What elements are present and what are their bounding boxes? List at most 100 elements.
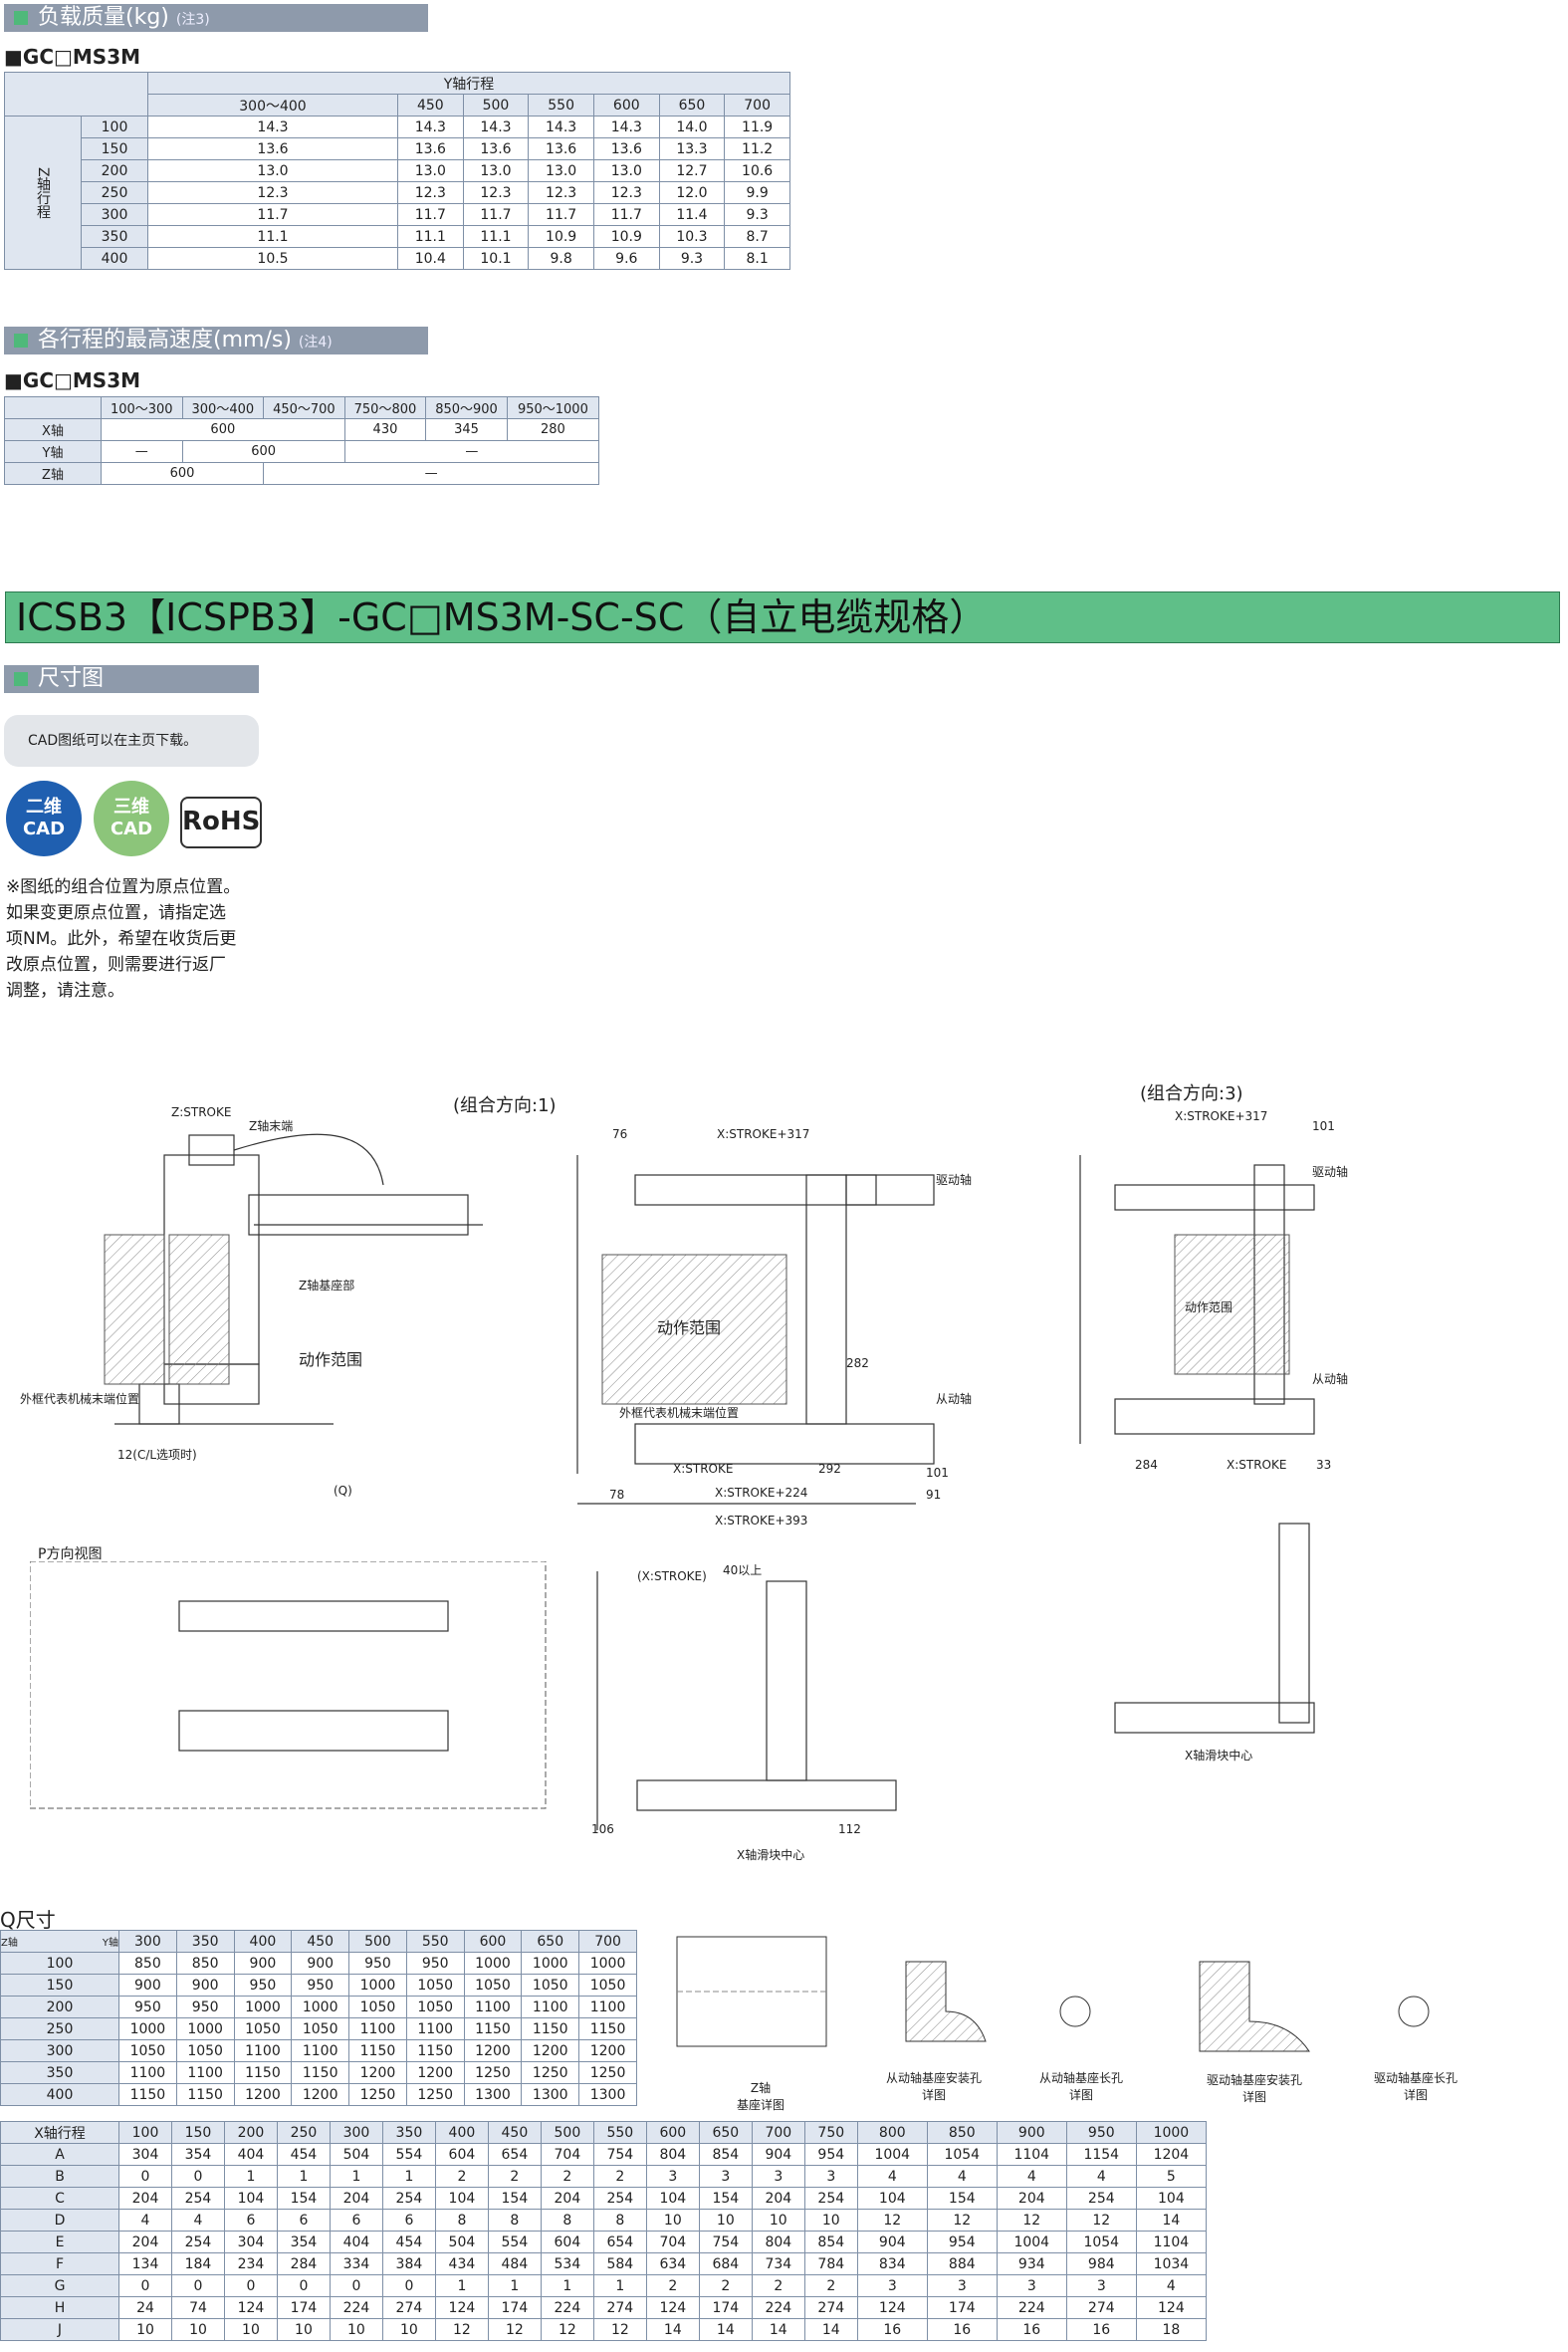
x-cell: 234 bbox=[223, 2252, 278, 2275]
x-cell: 274 bbox=[803, 2296, 858, 2319]
q-col-header: 450 bbox=[291, 1930, 350, 1953]
x-cell: 184 bbox=[170, 2252, 225, 2275]
x-cell: 154 bbox=[926, 2187, 998, 2210]
x-cell: 884 bbox=[926, 2252, 998, 2275]
load-cell: 14.0 bbox=[658, 116, 726, 138]
x-cell: 1 bbox=[329, 2165, 383, 2188]
q-cell: 1100 bbox=[578, 1996, 637, 2018]
x-cell: 5 bbox=[1135, 2165, 1208, 2188]
load-row-header: 200 bbox=[81, 159, 148, 182]
x-cell: 154 bbox=[487, 2187, 542, 2210]
x-cell: 554 bbox=[487, 2231, 542, 2253]
x-cell: 2 bbox=[698, 2274, 753, 2297]
x-cell: 2 bbox=[751, 2274, 805, 2297]
load-cell: 12.3 bbox=[397, 181, 464, 204]
x-cell: 904 bbox=[751, 2143, 805, 2166]
origin-note: ※图纸的组合位置为原点位置。 如果变更原点位置，请指定选 项NM。此外，希望在收… bbox=[6, 877, 241, 1001]
x-cell: 854 bbox=[698, 2143, 753, 2166]
q-dim-label: (Q) bbox=[334, 1484, 352, 1498]
x-cell: 254 bbox=[170, 2187, 225, 2210]
x-cell: 404 bbox=[329, 2231, 383, 2253]
direction-1-label: (组合方向:1) bbox=[453, 1095, 557, 1116]
x-cell: 634 bbox=[645, 2252, 700, 2275]
load-model: ■GC□MS3M bbox=[4, 45, 141, 69]
x-cell: 754 bbox=[698, 2231, 753, 2253]
x-cell: 0 bbox=[118, 2165, 172, 2188]
green-square-icon bbox=[14, 334, 28, 348]
speed-col: 950～1000 bbox=[506, 396, 600, 419]
load-cell: 10.9 bbox=[528, 225, 594, 248]
load-y-header: Y轴行程 bbox=[147, 72, 790, 95]
x-cell: 12 bbox=[540, 2318, 594, 2341]
x-cell: 204 bbox=[118, 2187, 172, 2210]
load-cell: 11.7 bbox=[147, 203, 398, 226]
x-stroke-paren-label: (X:STROKE) bbox=[637, 1569, 707, 1583]
x-cell: 204 bbox=[118, 2231, 172, 2253]
x-col-header: 450 bbox=[487, 2121, 542, 2144]
x-cell: 1104 bbox=[1135, 2231, 1208, 2253]
cad-2d-badge[interactable]: 二维 CAD bbox=[6, 781, 82, 856]
x-cell: 0 bbox=[118, 2274, 172, 2297]
load-cell: 14.3 bbox=[528, 116, 594, 138]
speed-cell: 430 bbox=[343, 418, 427, 441]
q-cell: 1050 bbox=[521, 1974, 580, 1997]
speed-row-y: Y轴 bbox=[4, 440, 102, 463]
q-col-header: 300 bbox=[118, 1930, 177, 1953]
x-cell: 354 bbox=[276, 2231, 331, 2253]
speed-heading: 各行程的最高速度(mm/s) (注4) bbox=[4, 327, 428, 354]
x-col-header: 700 bbox=[751, 2121, 805, 2144]
x-cell: 284 bbox=[276, 2252, 331, 2275]
x-cell: 954 bbox=[803, 2143, 858, 2166]
x-row-header: C bbox=[0, 2187, 119, 2210]
q-col-header: 500 bbox=[348, 1930, 407, 1953]
q-cell: 1100 bbox=[463, 1996, 523, 2018]
q-cell: 1250 bbox=[578, 2061, 637, 2084]
x-cell: 104 bbox=[1135, 2187, 1208, 2210]
q-cell: 1000 bbox=[348, 1974, 407, 1997]
load-cell: 13.6 bbox=[147, 137, 398, 160]
x-cell: 12 bbox=[996, 2209, 1067, 2232]
x-cell: 554 bbox=[381, 2143, 436, 2166]
drive-axis-label-3: 驱动轴 bbox=[1312, 1165, 1349, 1179]
x-cell: 304 bbox=[223, 2231, 278, 2253]
x-cell: 4 bbox=[1135, 2274, 1208, 2297]
q-cell: 950 bbox=[405, 1952, 465, 1975]
load-cell: 9.8 bbox=[528, 247, 594, 270]
cad-3d-badge[interactable]: 三维 CAD bbox=[94, 781, 169, 856]
q-z-head: Z轴 bbox=[1, 1938, 18, 1949]
x-cell: 0 bbox=[223, 2274, 278, 2297]
x-cell: 104 bbox=[434, 2187, 489, 2210]
x-cell: 334 bbox=[329, 2252, 383, 2275]
p-view-drawing bbox=[30, 1561, 547, 1809]
z-base-label: Z轴基座部 bbox=[299, 1279, 355, 1293]
x-cell: 204 bbox=[329, 2187, 383, 2210]
x-cell: 124 bbox=[645, 2296, 700, 2319]
q-cell: 1050 bbox=[175, 2039, 235, 2062]
x-cell: 0 bbox=[381, 2274, 436, 2297]
speed-heading-text: 各行程的最高速度(mm/s) bbox=[38, 328, 292, 353]
load-cell: 13.6 bbox=[528, 137, 594, 160]
q-cell: 1150 bbox=[578, 2017, 637, 2040]
x-cell: 934 bbox=[996, 2252, 1067, 2275]
q-cell: 1100 bbox=[291, 2039, 350, 2062]
badge-2d-line2: CAD bbox=[22, 819, 66, 839]
x-cell: 484 bbox=[487, 2252, 542, 2275]
speed-note: (注4) bbox=[298, 335, 333, 351]
x-head: X轴行程 bbox=[0, 2121, 119, 2144]
x-col-header: 350 bbox=[381, 2121, 436, 2144]
q-cell: 1050 bbox=[578, 1974, 637, 1997]
x-cell: 10 bbox=[751, 2209, 805, 2232]
q-cell: 1200 bbox=[521, 2039, 580, 2062]
drive-slot-label: 驱动轴基座长孔 详图 bbox=[1374, 2071, 1458, 2102]
load-heading: 负载质量(kg) (注3) bbox=[4, 4, 428, 32]
x-cell: 1 bbox=[592, 2274, 647, 2297]
load-cell: 10.3 bbox=[658, 225, 726, 248]
x-cell: 1204 bbox=[1135, 2143, 1208, 2166]
load-cell: 12.3 bbox=[147, 181, 398, 204]
load-cell: 12.3 bbox=[462, 181, 530, 204]
x-cell: 684 bbox=[698, 2252, 753, 2275]
x-cell: 1 bbox=[487, 2274, 542, 2297]
q-cell: 1100 bbox=[521, 1996, 580, 2018]
